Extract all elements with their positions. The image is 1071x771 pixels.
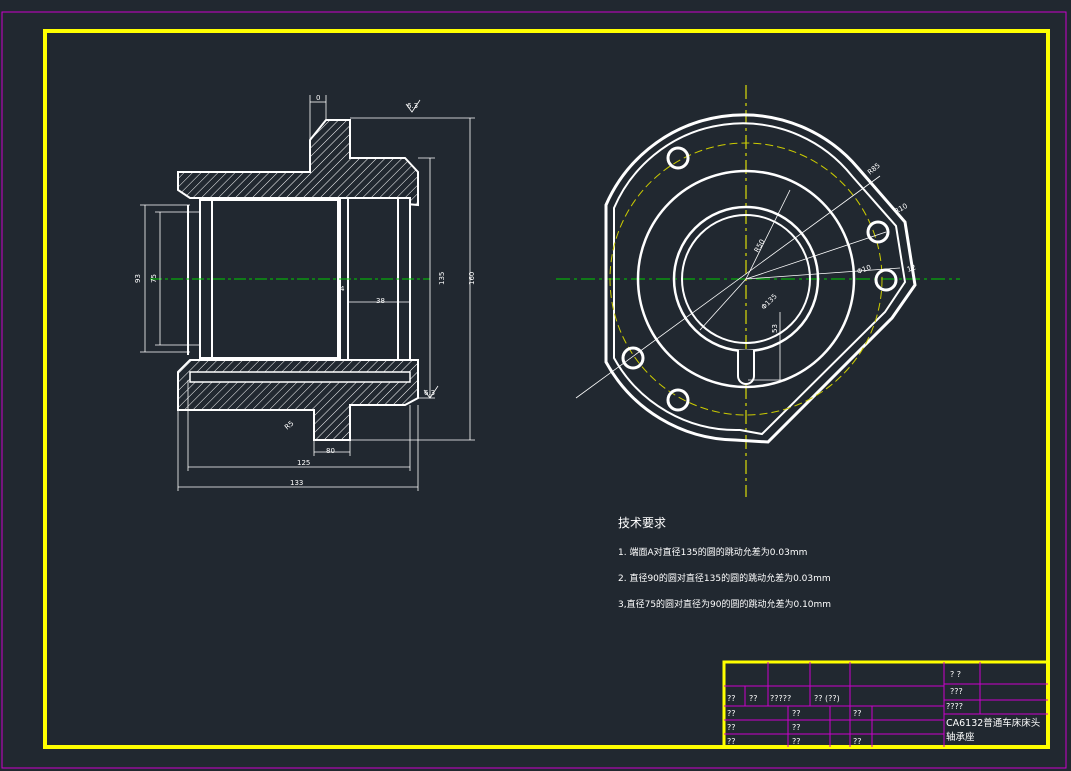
dim-len133: 133 [290,479,303,487]
tb-r1-c4: ?? (??) [814,694,840,703]
tb-mark2: ??? [950,687,963,696]
dim-r-outer: R85 [866,162,882,177]
dim-d135: 135 [438,272,446,285]
note-item-2: 2. 直径90的圆对直径135的圆的跳动允差为0.03mm [618,574,831,584]
outer-border [1,11,1067,769]
note-item-3: 3,直径75的圆对直径为90的圆的跳动允差为0.10mm [618,600,832,610]
title-block: ? ? ??? ???? ?? ?? ????? ?? (??) ?? ?? ?… [722,660,1050,749]
dim-roughness-bottom: 6.3 [424,389,435,397]
end-view: R85 R10 R50 Φ135 Φ10 12 53 [556,85,960,497]
tb-r1-c1: ?? [727,694,736,703]
bolt-hole-2 [866,220,890,244]
bolt-hole-5 [666,388,690,412]
tb-r3-c2: ?? [792,723,801,732]
oil-hole [189,371,411,383]
dim-roughness-top: 6.3 [407,102,418,110]
dim-d160: 160 [468,272,476,285]
dim-phi135: Φ135 [760,292,779,311]
bolt-hole-1 [666,146,690,170]
tb-r3-c1: ?? [727,723,736,732]
tb-part-name-2: 轴承座 [946,731,975,743]
tb-part-name-1: CA6132普通车床床头 [946,717,1040,729]
keyway-slot [737,350,755,385]
tb-r1-c2: ?? [749,694,758,703]
dim-len125: 125 [297,459,310,467]
circle-outer [636,169,856,389]
circle-inner [681,214,811,344]
dim-d75: 75 [150,274,158,283]
section-view: 0 6.3 93 75 135 160 38 4 R5 80 125 133 6… [134,94,476,491]
drawing-frame [43,29,1050,749]
tb-r4-c3: ?? [853,737,862,746]
tb-mark1: ? ? [950,670,961,679]
dim-phi10: Φ10 [856,263,872,275]
dim-top-width: 0 [316,94,320,102]
bolt-circle [609,142,883,416]
tb-mark3: ???? [946,702,963,711]
dim-len80: 80 [326,447,335,455]
dim-r10: R10 [893,202,909,216]
dim-d53: 53 [771,324,779,333]
notes-title: 技术要求 [618,516,667,530]
tb-r2-c2: ?? [792,709,801,718]
tb-r4-c1: ?? [727,737,736,746]
dim-len4: 4 [340,285,345,293]
technical-requirements: 技术要求 1. 端面A对直径135的圆的跳动允差为0.03mm 2. 直径90的… [618,514,831,623]
tb-r1-c3: ????? [770,694,791,703]
dim-d12: 12 [906,263,917,274]
tb-r4-c2: ?? [792,737,801,746]
outer-contour [604,113,917,444]
tb-r2-c1: ?? [727,709,736,718]
bolt-hole-3 [874,268,898,292]
dim-d93: 93 [134,274,142,283]
dim-r50: R50 [753,238,767,254]
outer-contour-inner [613,122,907,436]
tb-r2-c3: ?? [853,709,862,718]
note-item-1: 1. 端面A对直径135的圆的跳动允差为0.03mm [618,548,808,558]
section-hatch-top [177,119,419,207]
dim-r5: R5 [283,419,295,431]
dim-len38: 38 [376,297,385,305]
bolt-hole-4 [621,346,645,370]
